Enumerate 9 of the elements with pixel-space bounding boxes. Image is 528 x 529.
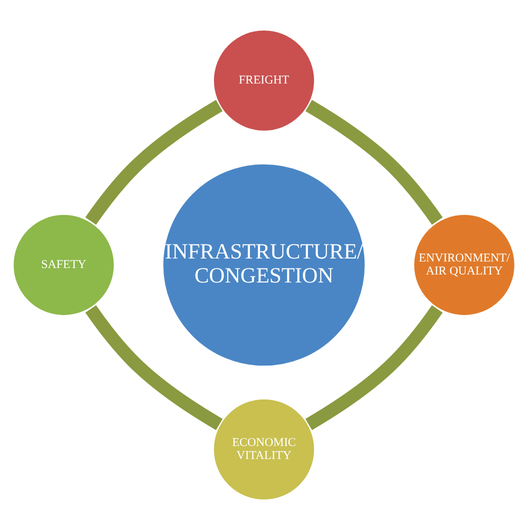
node-circle: ENVIRONMENT/ AIR QUALITY	[412, 212, 517, 317]
connector	[305, 99, 443, 224]
node-circle: SAFETY	[11, 212, 116, 317]
node-circle: ECONOMIC VITALITY	[212, 396, 316, 502]
connector	[305, 304, 443, 430]
connector	[85, 99, 223, 224]
connector	[85, 304, 223, 430]
node-circle: INFRASTRUCTURE/ CONGESTION	[161, 162, 367, 368]
node-circle: FREIGHT	[212, 28, 316, 132]
